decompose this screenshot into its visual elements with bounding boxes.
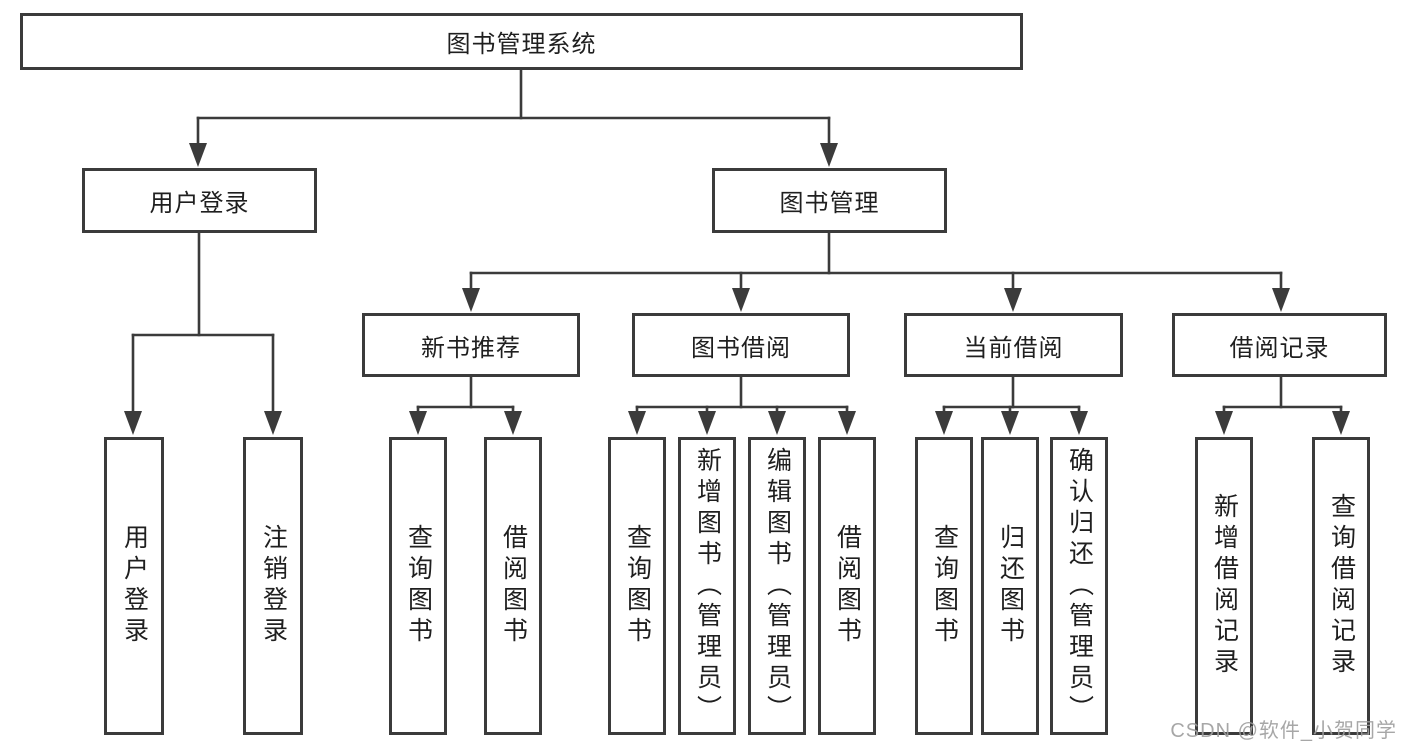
leaf-add-books-admin: 新增图书（管理员） bbox=[678, 437, 736, 735]
node-book-management: 图书管理 bbox=[712, 168, 947, 233]
leaf-add-borrow-record: 新增借阅记录 bbox=[1195, 437, 1253, 735]
leaf-return-books: 归还图书 bbox=[981, 437, 1039, 735]
branch-user-login bbox=[124, 231, 282, 435]
node-root-library-system: 图书管理系统 bbox=[20, 13, 1023, 70]
branch-new-book-recommend bbox=[409, 375, 522, 435]
leaf-borrow-books-recommend: 借阅图书 bbox=[484, 437, 542, 735]
node-book-borrow: 图书借阅 bbox=[632, 313, 850, 377]
leaf-confirm-return-admin: 确认归还（管理员） bbox=[1050, 437, 1108, 735]
node-user-login: 用户登录 bbox=[82, 168, 317, 233]
leaf-query-borrow-record: 查询借阅记录 bbox=[1312, 437, 1370, 735]
leaf-query-books-recommend: 查询图书 bbox=[389, 437, 447, 735]
branch-book-management bbox=[462, 231, 1290, 312]
leaf-borrow-books: 借阅图书 bbox=[818, 437, 876, 735]
leaf-edit-books-admin: 编辑图书（管理员） bbox=[748, 437, 806, 735]
leaf-query-books-borrow: 查询图书 bbox=[608, 437, 666, 735]
node-borrow-record: 借阅记录 bbox=[1172, 313, 1387, 377]
node-current-borrow: 当前借阅 bbox=[904, 313, 1123, 377]
branch-borrow-record bbox=[1215, 375, 1350, 435]
branch-book-borrow bbox=[628, 375, 856, 435]
csdn-watermark: CSDN @软件_小贺同学 bbox=[1170, 720, 1397, 742]
leaf-query-books-current: 查询图书 bbox=[915, 437, 973, 735]
node-new-book-recommend: 新书推荐 bbox=[362, 313, 580, 377]
leaf-user-login: 用户登录 bbox=[104, 437, 164, 735]
leaf-logout: 注销登录 bbox=[243, 437, 303, 735]
branch-current-borrow bbox=[935, 375, 1088, 435]
branch-root bbox=[189, 68, 838, 167]
